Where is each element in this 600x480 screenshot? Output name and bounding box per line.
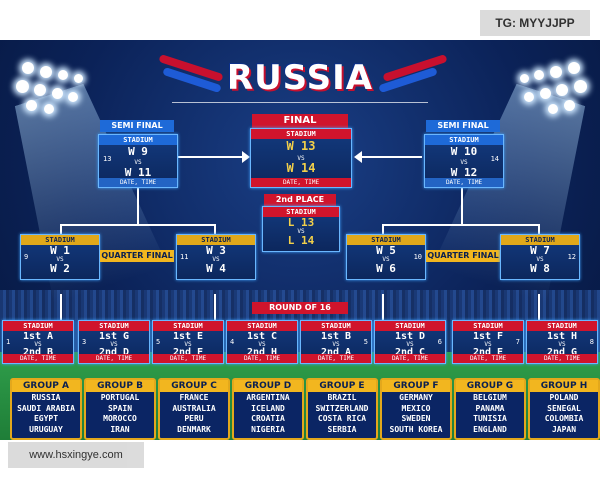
connector — [137, 186, 139, 226]
connector — [382, 224, 384, 234]
watermark-bottom: www.hsxingye.com — [8, 442, 144, 468]
quarter-final-4: STADIUM W 7 VS W 8 12 — [500, 234, 580, 280]
connector — [60, 294, 62, 320]
arrow-left-icon — [354, 151, 362, 163]
round-of-16-label: ROUND OF 16 — [252, 302, 348, 314]
final-match: STADIUM W 13 VS W 14 DATE, TIME — [250, 128, 352, 188]
arrow-right-icon — [242, 151, 250, 163]
connector — [356, 156, 422, 158]
connector — [214, 294, 216, 320]
floodlight-left-icon — [12, 54, 108, 214]
connector — [538, 294, 540, 320]
quarter-final-label-left: QUARTER FINAL — [100, 250, 174, 262]
final-label: FINAL — [252, 114, 348, 128]
quarter-final-label-right: QUARTER FINAL — [426, 250, 500, 262]
connector — [214, 224, 216, 234]
second-place-match: STADIUM L 13 VS L 14 — [262, 206, 340, 252]
semi-final-left: STADIUM W 9 VS W 11 13 DATE, TIME — [98, 134, 178, 188]
semi-final-label-right: SEMI FINAL — [426, 120, 500, 132]
watermark-top: TG: MYYJJPP — [480, 10, 590, 36]
bracket-poster: RUSSIA SEMI FINAL STADIUM W 9 VS W 11 13… — [0, 40, 600, 440]
connector — [538, 224, 540, 234]
floodlight-right-icon — [498, 54, 594, 214]
semi-final-label-left: SEMI FINAL — [100, 120, 174, 132]
second-place-label: 2nd PLACE — [264, 194, 336, 206]
quarter-final-2: STADIUM W 3 VS W 4 11 — [176, 234, 256, 280]
connector — [382, 294, 384, 320]
poster-title: RUSSIA — [226, 58, 374, 98]
connector — [461, 186, 463, 226]
connector — [178, 156, 248, 158]
semi-final-right: STADIUM W 10 VS W 12 14 DATE, TIME — [424, 134, 504, 188]
title-underline — [172, 102, 428, 103]
quarter-final-3: STADIUM W 5 VS W 6 10 — [346, 234, 426, 280]
connector — [60, 224, 62, 234]
quarter-final-1: STADIUM W 1 VS W 2 9 — [20, 234, 100, 280]
